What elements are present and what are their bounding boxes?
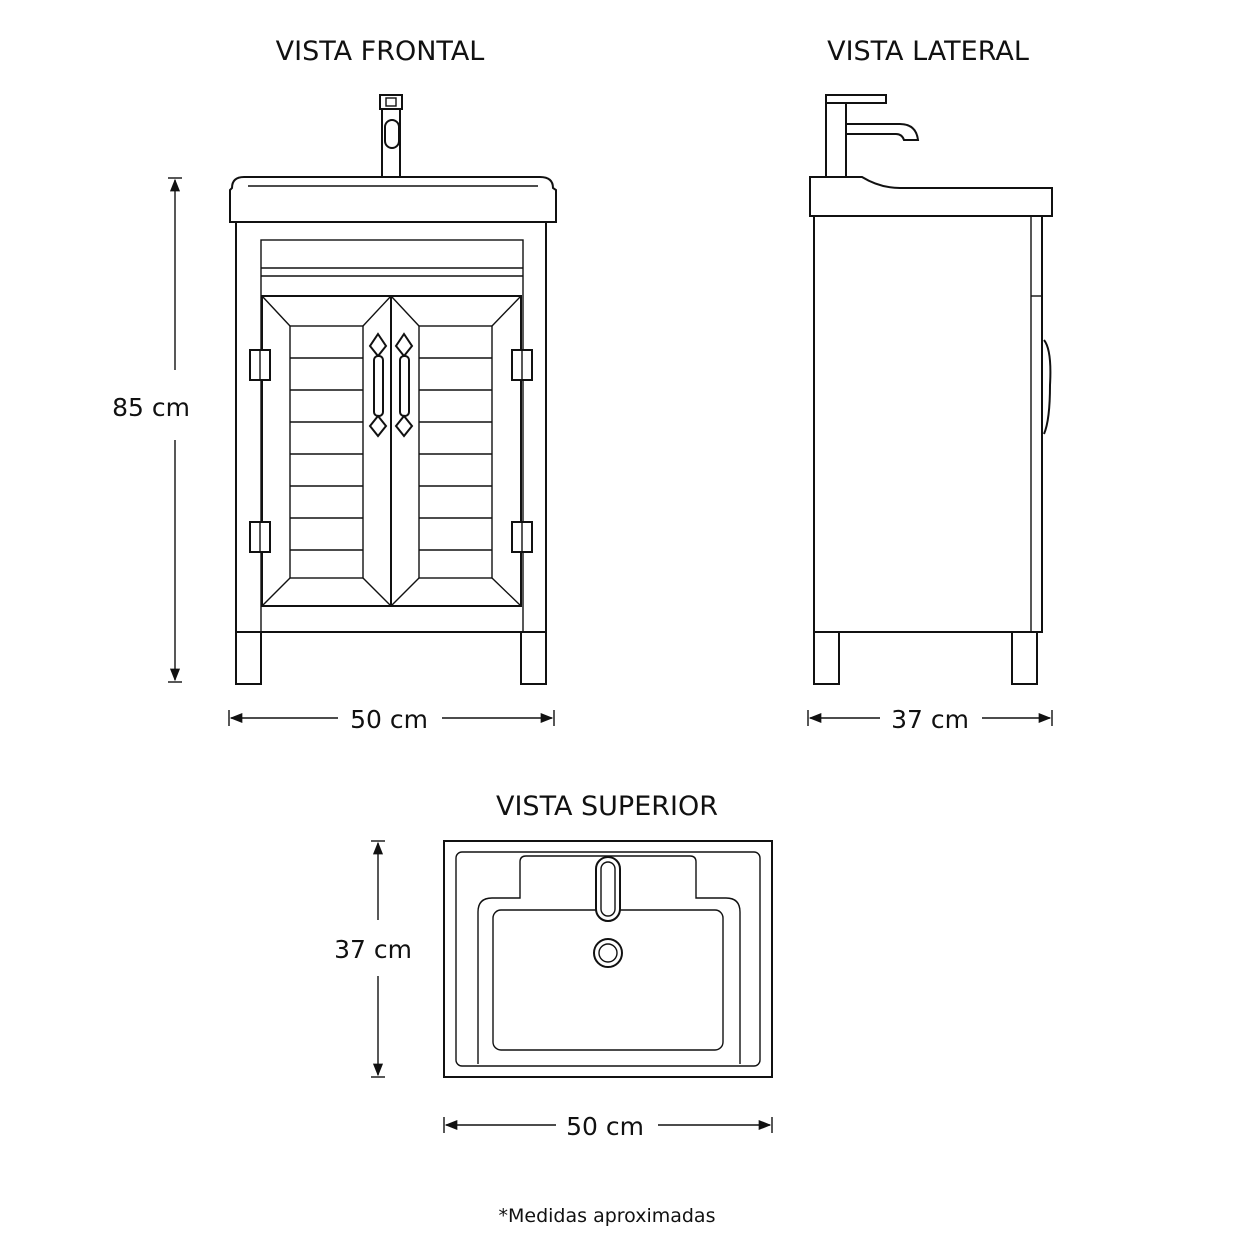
handle-right: [394, 332, 414, 438]
door-left: [261, 295, 392, 607]
front-view-title: VISTA FRONTAL: [276, 36, 485, 67]
handle-side: [1043, 339, 1052, 435]
handle-left: [368, 332, 388, 438]
hinges: [249, 349, 533, 553]
front-width-label: 50 cm: [350, 705, 428, 734]
faucet-side: [825, 94, 920, 178]
door-right: [390, 295, 522, 607]
side-view-drawing: [809, 94, 1053, 685]
footnote: *Medidas aproximadas: [499, 1205, 716, 1227]
side-depth-label: 37 cm: [891, 705, 969, 734]
leg-left-side: [813, 631, 840, 685]
top-depth-label: 37 cm: [334, 935, 412, 964]
faucet-front: [379, 94, 403, 190]
drain-top: [593, 938, 623, 968]
front-height-dimension: [168, 177, 182, 683]
top-width-label: 50 cm: [566, 1112, 644, 1141]
sink-outline-top: [443, 840, 773, 1078]
top-width-dimension: [443, 1117, 773, 1133]
front-width-dimension: [228, 710, 555, 726]
side-view-title: VISTA LATERAL: [827, 36, 1029, 67]
front-height-label: 85 cm: [112, 393, 190, 422]
top-view-title: VISTA SUPERIOR: [496, 791, 718, 822]
top-view-drawing: [443, 840, 773, 1078]
faucet-top: [595, 856, 621, 922]
top-depth-dimension: [371, 840, 385, 1078]
sink-top-side: [809, 176, 1053, 217]
side-depth-dimension: [807, 710, 1053, 726]
leg-right-front: [520, 631, 547, 685]
leg-left-front: [235, 631, 262, 685]
leg-right-side: [1011, 631, 1038, 685]
front-view-drawing: [229, 94, 557, 685]
sink-top-front: [229, 176, 557, 223]
cabinet-body-side: [813, 215, 1043, 633]
basin-top: [492, 909, 724, 1051]
